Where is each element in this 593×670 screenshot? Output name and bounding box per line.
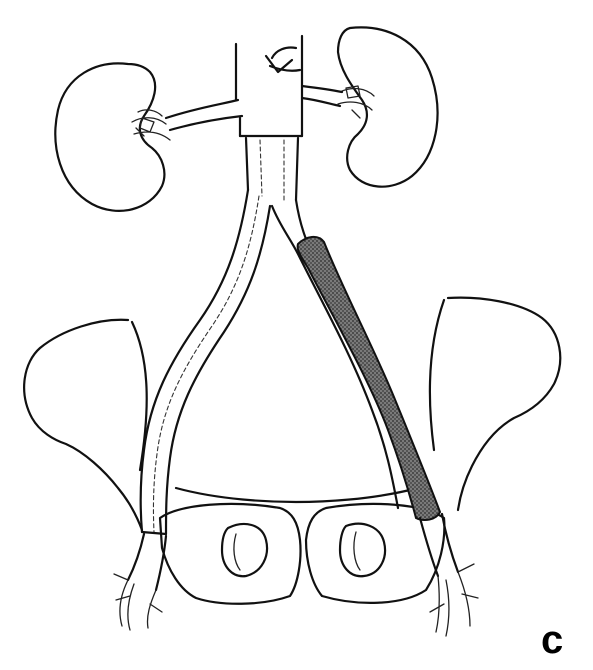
shaded-graft-segment [298,237,440,520]
panel-label: c [541,620,563,660]
bifurcated-graft [141,138,440,534]
aorta [236,36,302,136]
sacrum [176,488,418,502]
left-graft-limb [141,190,248,532]
left-femoral-vessel [128,534,166,590]
kidneys [55,27,437,210]
pelvis [24,298,560,604]
left-iliac-wing [24,320,142,530]
right-kidney [338,27,438,186]
right-iliac-wing [448,298,560,510]
left-renal-vessels [166,100,238,118]
superior-branch-icon [266,47,300,72]
left-kidney [55,63,164,210]
left-pubic-bone [160,504,301,604]
right-renal-vessels [302,86,342,92]
